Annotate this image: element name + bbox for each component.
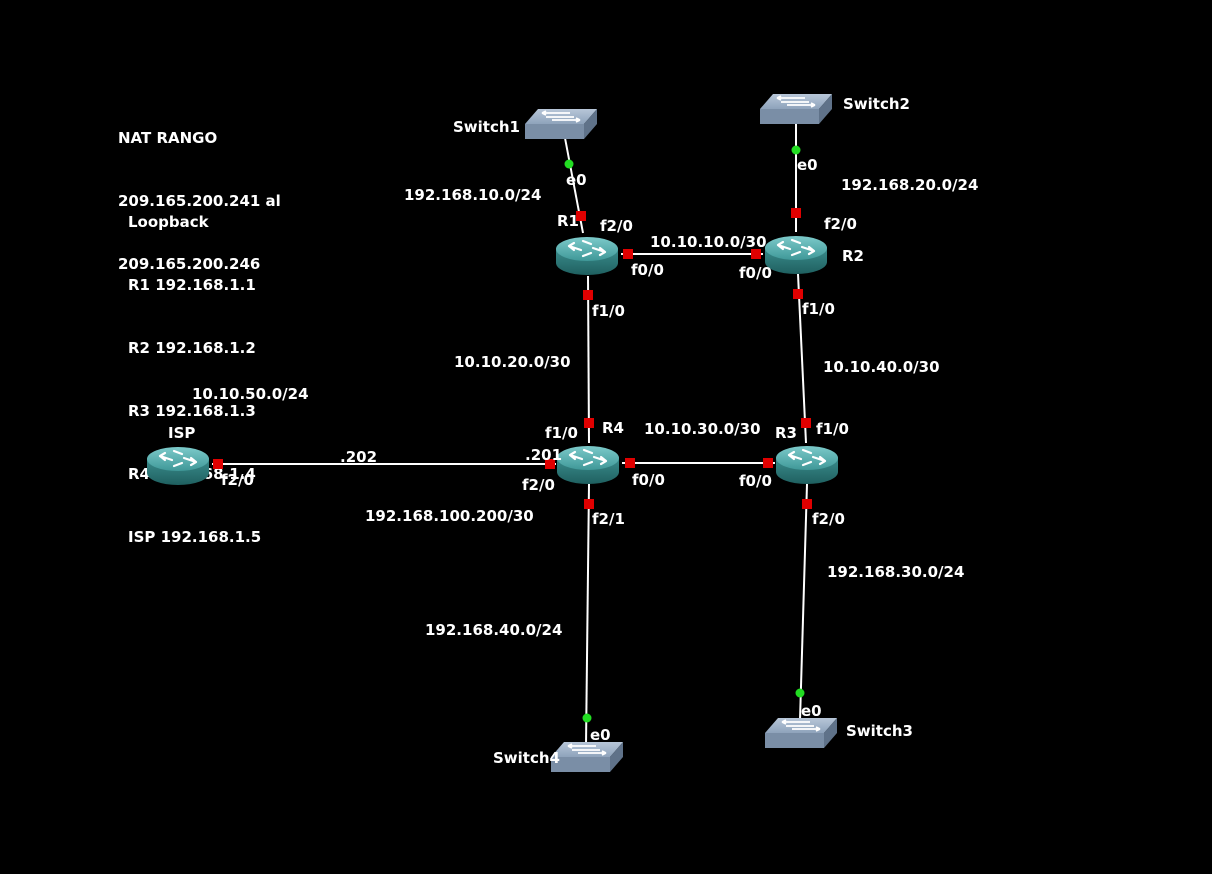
port-marker-r3-f20 xyxy=(802,499,812,509)
port-marker-r4-f00 xyxy=(625,458,635,468)
port-label-r3-f00: f0/0 xyxy=(739,472,772,490)
port-marker-r4-f20 xyxy=(545,459,555,469)
port-label-r1-f00: f0/0 xyxy=(631,261,664,279)
device-label-switch2: Switch2 xyxy=(843,95,910,113)
nat-note-line: 209.165.200.241 al xyxy=(118,192,281,210)
port-label-sw3-e0: e0 xyxy=(801,702,822,720)
loopback-note-line: Loopback xyxy=(128,213,209,231)
port-label-sw1-e0: e0 xyxy=(566,171,587,189)
port-marker-isp-f20 xyxy=(213,459,223,469)
link-r3-switch3 xyxy=(799,483,808,721)
loopback-note-line: R1 192.168.1.1 xyxy=(128,276,256,294)
port-label-r4-f21: f2/1 xyxy=(592,510,625,528)
switch-4[interactable] xyxy=(550,741,624,773)
loopback-note-line: ISP 192.168.1.5 xyxy=(128,528,262,546)
device-label-r3: R3 xyxy=(775,424,797,442)
switch-3[interactable] xyxy=(764,717,838,749)
network-label-lan3: 192.168.30.0/24 xyxy=(827,563,964,581)
port-marker-r3-f10 xyxy=(801,418,811,428)
network-label-lan4: 192.168.40.0/24 xyxy=(425,621,562,639)
nat-note-line: 209.165.200.246 xyxy=(118,255,261,273)
router-isp[interactable] xyxy=(146,445,210,487)
network-label-r2-r3: 10.10.40.0/30 xyxy=(823,358,940,376)
router-r4[interactable] xyxy=(556,444,620,486)
network-label-lan1: 192.168.10.0/24 xyxy=(404,186,541,204)
port-label-r3-f10: f1/0 xyxy=(816,420,849,438)
loopback-note-line: R3 192.168.1.3 xyxy=(128,402,256,420)
port-marker-sw2-e0 xyxy=(791,145,801,155)
device-label-switch1: Switch1 xyxy=(453,118,520,136)
network-label-isp: 10.10.50.0/24 xyxy=(192,385,309,403)
device-label-switch3: Switch3 xyxy=(846,722,913,740)
address-label-r4: .201 xyxy=(525,446,562,464)
device-label-isp: ISP xyxy=(168,424,195,442)
switch-1[interactable] xyxy=(524,108,598,140)
link-r1-r4 xyxy=(587,275,590,444)
port-marker-sw1-e0 xyxy=(564,159,574,169)
device-label-r4: R4 xyxy=(602,419,624,437)
port-marker-r2-f20 xyxy=(791,208,801,218)
loopback-note-line: R2 192.168.1.2 xyxy=(128,339,256,357)
nat-range-note: NAT RANGO 209.165.200.241 al 209.165.200… xyxy=(118,86,281,296)
port-marker-r2-f00 xyxy=(751,249,761,259)
address-label-isp: .202 xyxy=(340,448,377,466)
port-marker-r3-f00 xyxy=(763,458,773,468)
nat-note-line: NAT RANGO xyxy=(118,129,218,147)
network-label-lan2: 192.168.20.0/24 xyxy=(841,176,978,194)
port-label-r2-f20: f2/0 xyxy=(824,215,857,233)
port-marker-r2-f10 xyxy=(793,289,803,299)
port-marker-sw3-e0 xyxy=(795,688,805,698)
device-label-r1: R1 xyxy=(557,212,579,230)
network-label-r1-r4: 10.10.20.0/30 xyxy=(454,353,571,371)
port-label-isp-f20: f2/0 xyxy=(221,471,254,489)
router-r1[interactable] xyxy=(555,235,619,277)
network-label-r4-r3: 10.10.30.0/30 xyxy=(644,420,761,438)
network-label-isp-r4: 192.168.100.200/30 xyxy=(365,507,534,525)
port-label-r2-f10: f1/0 xyxy=(802,300,835,318)
router-r2[interactable] xyxy=(764,234,828,276)
port-label-r2-f00: f0/0 xyxy=(739,264,772,282)
port-label-sw4-e0: e0 xyxy=(590,726,611,744)
port-label-r1-f10: f1/0 xyxy=(592,302,625,320)
port-marker-r4-f10 xyxy=(584,418,594,428)
link-r2-r3 xyxy=(797,273,807,444)
network-label-r1-r2: 10.10.10.0/30 xyxy=(650,233,767,251)
router-r3[interactable] xyxy=(775,444,839,486)
port-label-r1-f20: f2/0 xyxy=(600,217,633,235)
link-r4-switch4 xyxy=(585,483,590,746)
port-marker-r1-f20 xyxy=(576,211,586,221)
device-label-r2: R2 xyxy=(842,247,864,265)
port-marker-r1-f00 xyxy=(623,249,633,259)
port-label-r3-f20: f2/0 xyxy=(812,510,845,528)
port-marker-sw4-e0 xyxy=(582,713,592,723)
device-label-switch4: Switch4 xyxy=(493,749,560,767)
port-label-r4-f00: f0/0 xyxy=(632,471,665,489)
port-label-sw2-e0: e0 xyxy=(797,156,818,174)
port-label-r4-f10: f1/0 xyxy=(545,424,578,442)
port-marker-r4-f21 xyxy=(584,499,594,509)
switch-2[interactable] xyxy=(759,93,833,125)
port-marker-r1-f10 xyxy=(583,290,593,300)
port-label-r4-f20: f2/0 xyxy=(522,476,555,494)
